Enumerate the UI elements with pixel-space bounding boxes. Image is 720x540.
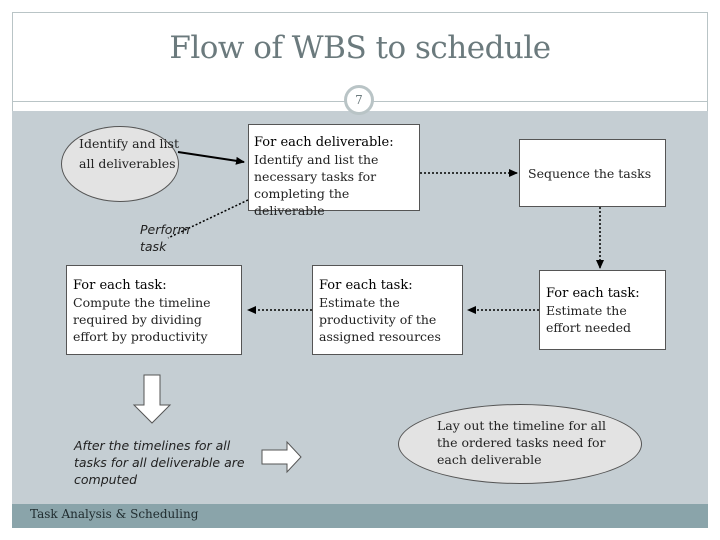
each-deliverable-heading: For each deliverable: — [254, 135, 394, 150]
estimate-productivity-heading: For each task: — [319, 278, 413, 293]
sequence-tasks-text: Sequence the tasks — [528, 166, 652, 181]
estimate-productivity-text: Estimate the productivity of the assigne… — [319, 295, 441, 344]
perform-task-label: Perform task — [140, 222, 190, 254]
footer-text: Task Analysis & Scheduling — [30, 507, 199, 521]
estimate-effort-text: Estimate the effort needed — [546, 303, 632, 335]
estimate-productivity-box — [312, 265, 463, 355]
lay-out-timeline-ellipse — [398, 404, 642, 484]
each-deliverable-text: Identify and list the necessary tasks fo… — [254, 152, 379, 218]
lay-out-timeline-text: Lay out the timeline for all the ordered… — [437, 418, 607, 467]
after-timelines-note: After the timelines for all tasks for al… — [74, 438, 245, 487]
compute-timeline-heading: For each task: — [73, 278, 167, 293]
compute-timeline-box — [66, 265, 242, 355]
line-deliverable-to-perform — [167, 199, 249, 239]
compute-timeline-text: Compute the timeline required by dividin… — [73, 295, 211, 344]
estimate-effort-heading: For each task: — [546, 286, 640, 301]
slide-title: Flow of WBS to schedule — [169, 30, 551, 66]
arrow-identify-to-deliverable — [177, 151, 245, 165]
right-block-arrow — [261, 440, 302, 474]
identify-deliverables-ellipse — [61, 126, 179, 202]
slide-number-badge: 7 — [344, 85, 374, 115]
identify-deliverables-text: Identify and list all deliverables — [79, 136, 179, 171]
estimate-effort-box — [539, 270, 666, 350]
down-block-arrow — [132, 374, 172, 424]
sequence-tasks-box — [519, 139, 666, 207]
each-deliverable-box — [248, 124, 420, 211]
footer-bar: Task Analysis & Scheduling — [12, 504, 708, 528]
